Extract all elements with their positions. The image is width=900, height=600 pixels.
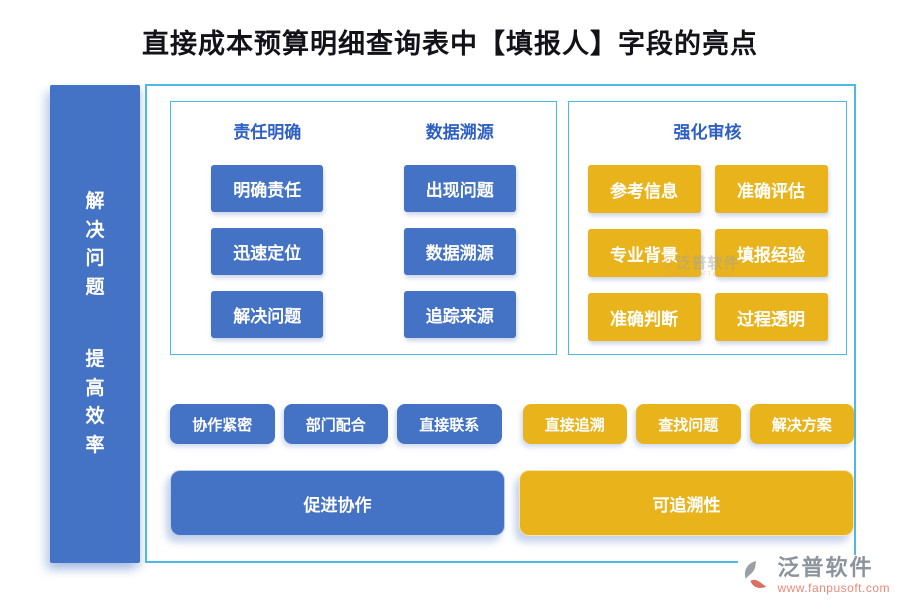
- chip-rapid-locating[interactable]: 迅速定位: [211, 228, 324, 275]
- panel-review: 强化审核 参考信息 准确评估 专业背景 填报经验 准确判断 过程透明 泛普软件 …: [568, 101, 847, 355]
- fanpu-logo-icon: [745, 561, 767, 588]
- main-frame: 责任明确 明确责任 迅速定位 解决问题 数据溯源 出现问题 数据溯源 追踪来源 …: [145, 84, 856, 563]
- vendor-name: 泛普软件: [777, 555, 874, 580]
- middle-button-row: 协作紧密 部门配合 直接联系 直接追溯 查找问题 解决方案: [170, 404, 854, 444]
- banner-phrase-improve-efficiency: 提高效率: [85, 349, 105, 456]
- btn-solution[interactable]: 解决方案: [749, 404, 854, 444]
- btn-promote-collaboration[interactable]: 促进协作: [170, 470, 505, 536]
- btn-close-collaboration[interactable]: 协作紧密: [170, 404, 275, 444]
- responsibility-header: 责任明确: [233, 123, 302, 142]
- chip-filling-experience[interactable]: 填报经验: [714, 229, 828, 277]
- chip-professional-background[interactable]: 专业背景: [587, 229, 701, 277]
- review-header: 强化审核: [673, 123, 742, 142]
- banner-phrase-solve-problems: 解决问题: [85, 191, 105, 298]
- chip-solve-problems[interactable]: 解决问题: [211, 291, 324, 338]
- chip-transparent-process[interactable]: 过程透明: [714, 293, 828, 341]
- panel-responsibility-tracing: 责任明确 明确责任 迅速定位 解决问题 数据溯源 出现问题 数据溯源 追踪来源: [170, 101, 557, 355]
- chip-reference-info[interactable]: 参考信息: [587, 165, 701, 213]
- chip-clear-responsibility[interactable]: 明确责任: [211, 165, 324, 212]
- btn-department-cooperation[interactable]: 部门配合: [283, 404, 388, 444]
- chip-problem-occurs[interactable]: 出现问题: [403, 165, 516, 212]
- btn-find-problems[interactable]: 查找问题: [636, 404, 741, 444]
- column-tracing: 数据溯源 出现问题 数据溯源 追踪来源: [403, 102, 516, 354]
- btn-traceability[interactable]: 可追溯性: [519, 470, 854, 536]
- chip-accurate-evaluation[interactable]: 准确评估: [714, 165, 828, 213]
- btn-direct-contact[interactable]: 直接联系: [397, 404, 502, 444]
- side-banner: 解决问题 提高效率: [50, 85, 140, 563]
- btn-direct-traceback[interactable]: 直接追溯: [522, 404, 627, 444]
- vendor-logo: 泛普软件 www.fanpusoft.com: [738, 555, 894, 597]
- page-title: 直接成本预算明细查询表中【填报人】字段的亮点: [142, 29, 758, 59]
- vendor-url: www.fanpusoft.com: [777, 581, 890, 595]
- chip-accurate-judgement[interactable]: 准确判断: [587, 293, 701, 341]
- column-responsibility: 责任明确 明确责任 迅速定位 解决问题: [211, 102, 324, 354]
- bottom-button-row: 促进协作 可追溯性: [170, 470, 854, 536]
- chip-data-tracing[interactable]: 数据溯源: [403, 228, 516, 275]
- chip-trace-source[interactable]: 追踪来源: [403, 291, 516, 338]
- review-grid: 参考信息 准确评估 专业背景 填报经验 准确判断 过程透明: [569, 165, 846, 341]
- tracing-header: 数据溯源: [425, 123, 494, 142]
